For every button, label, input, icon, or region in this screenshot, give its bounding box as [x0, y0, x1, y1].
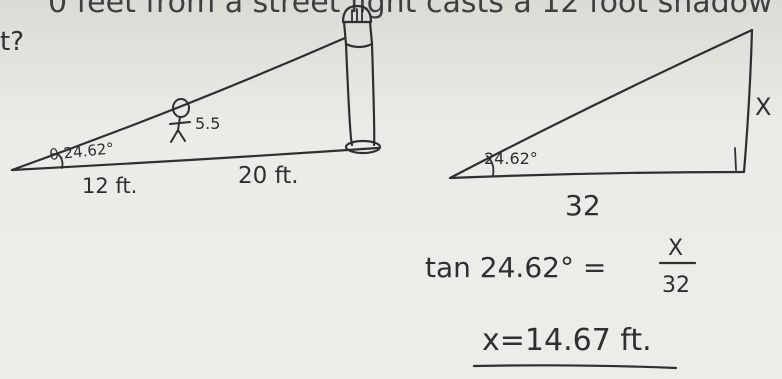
base-label: 32 [565, 189, 601, 222]
pole-distance-label: 20 ft. [238, 163, 299, 189]
pole-base [344, 139, 382, 155]
right-angle-mark [734, 147, 737, 171]
answer-underline [472, 364, 678, 370]
pole-right-edge [368, 20, 376, 147]
right-vertical-side [742, 28, 754, 174]
right-triangle [448, 28, 754, 180]
right-base [448, 170, 746, 180]
right-angle-arc [486, 155, 495, 176]
person-height-label: 5.5 [195, 114, 220, 133]
fraction-denominator: 32 [662, 273, 690, 298]
street-light [341, 4, 382, 155]
lamp-head [341, 4, 373, 24]
side-x-label: X [755, 93, 771, 121]
left-angle-label: θ:24.62° [49, 139, 115, 164]
answer-text: x=14.67 ft. [482, 323, 652, 358]
equation-left: tan 24.62° = [425, 251, 606, 284]
pole-left-edge [342, 20, 354, 147]
right-angle-label: 24.62° [484, 149, 538, 168]
angle-arc [57, 153, 64, 169]
question-text: 0 feet from a street light casts a 12 fo… [48, 0, 773, 20]
fraction-numerator: X [668, 236, 683, 261]
person-figure [169, 98, 191, 143]
hypotenuse-line [10, 36, 347, 172]
question-text-left: t? [0, 27, 24, 57]
shadow-length-label: 12 ft. [82, 174, 137, 198]
